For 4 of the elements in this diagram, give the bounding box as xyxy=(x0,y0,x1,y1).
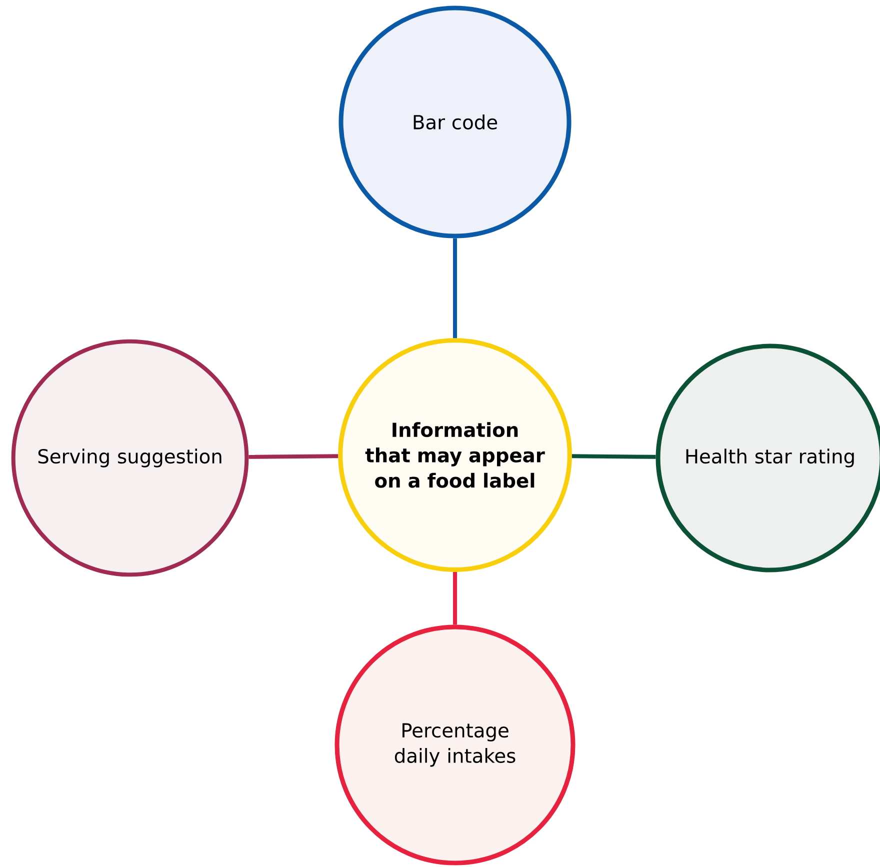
connector-line xyxy=(453,238,457,338)
connector-line xyxy=(572,454,656,459)
connector-line xyxy=(248,454,338,459)
connector-line xyxy=(453,572,457,625)
